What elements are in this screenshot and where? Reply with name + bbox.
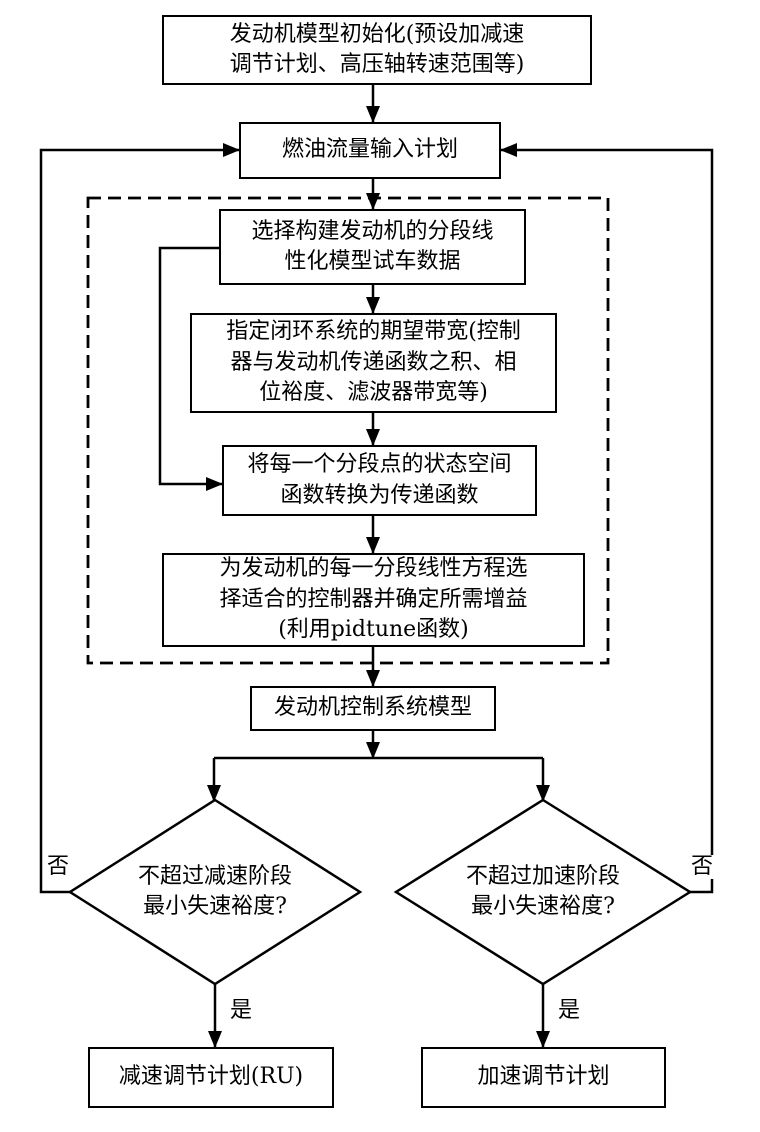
label-no-left: 否 [45, 854, 72, 879]
node-select-test-data: 选择构建发动机的分段线 性化模型试车数据 [219, 209, 526, 285]
node-select-controller-gain: 为发动机的每一分段线性方程选 择适合的控制器并确定所需增益 (利用pidtune… [162, 553, 585, 647]
node-engine-control-system-model: 发动机控制系统模型 [250, 686, 496, 731]
node-specify-bandwidth: 指定闭环系统的期望带宽(控制 器与发动机传递函数之积、相 位裕度、滤波器带宽等) [190, 313, 557, 413]
dashed-group-border [86, 196, 610, 665]
feedback-select-to-transfer [158, 246, 223, 491]
label-yes-right: 是 [556, 998, 583, 1023]
node-accel-schedule-plan: 加速调节计划 [421, 1047, 666, 1108]
node-decel-schedule-plan: 减速调节计划(RU) [88, 1047, 334, 1108]
feedback-no-left [39, 143, 240, 894]
decision-accel-text: 不超过加速阶段 最小失速裕度? [465, 863, 620, 919]
feedback-no-right [500, 143, 714, 894]
decision-decel-text: 不超过减速阶段 最小失速裕度? [137, 863, 292, 919]
node-engine-model-init: 发动机模型初始化(预设加减速 调节计划、高压轴转速范围等) [162, 15, 592, 85]
node-fuel-flow-input-plan: 燃油流量输入计划 [239, 122, 501, 179]
label-no-right: 否 [689, 854, 716, 879]
node-state-space-to-transfer: 将每一个分段点的状态空间 函数转换为传递函数 [222, 445, 537, 516]
label-yes-left: 是 [228, 998, 255, 1023]
